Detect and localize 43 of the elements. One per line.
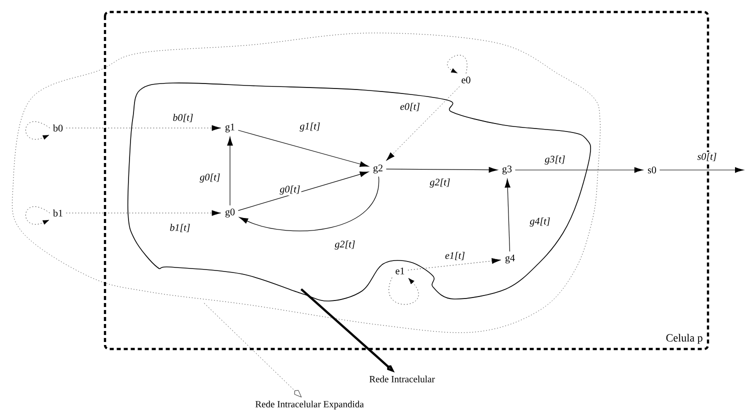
edge-label: b0[t] <box>172 112 194 124</box>
node-label: g2 <box>373 164 382 174</box>
arrow <box>26 122 50 140</box>
node-label: e0 <box>462 76 470 84</box>
arrow <box>239 176 379 232</box>
arrow <box>388 277 419 305</box>
edge-label: g3[t] <box>544 154 566 166</box>
edge-label: g4[t] <box>528 216 552 228</box>
arrow <box>659 167 744 173</box>
arrow <box>26 206 50 225</box>
edge-label: e0[t] <box>399 102 421 112</box>
arrow <box>66 210 221 216</box>
arrow <box>514 167 644 173</box>
arrow <box>386 86 460 161</box>
node-label: b0 <box>53 124 63 132</box>
node-label: g3 <box>502 166 512 174</box>
edge-label: b1[t] <box>168 222 192 234</box>
leader-label: Rede Intracelular Expandida <box>255 400 364 410</box>
arrow <box>504 178 510 252</box>
node-label: g4 <box>505 254 515 264</box>
network-region <box>12 32 600 333</box>
arrow <box>238 171 369 211</box>
edge-label: g1[t] <box>298 121 322 133</box>
arrow <box>238 130 369 167</box>
arrow <box>386 167 498 173</box>
leader-label: Rede Intracelular <box>369 376 435 382</box>
edge-label: e1[t] <box>444 250 466 262</box>
arrow <box>66 125 221 131</box>
edge-label: g0[t] <box>198 172 222 184</box>
node-label: g1 <box>225 124 234 132</box>
network-region <box>127 82 592 302</box>
edge-label: g2[t] <box>428 177 452 189</box>
arrow <box>447 54 468 74</box>
node-label: g0 <box>225 208 235 218</box>
node-label: e1 <box>396 268 404 274</box>
node-label: s0 <box>648 166 656 174</box>
edge-label: g2[t] <box>334 239 356 251</box>
edge-label: g0[t] <box>278 184 302 196</box>
arrow <box>408 258 501 270</box>
edge-label: s0[t] <box>696 152 718 162</box>
arrow <box>227 136 233 206</box>
leader-line <box>204 303 302 398</box>
node-label: b1 <box>53 209 62 217</box>
